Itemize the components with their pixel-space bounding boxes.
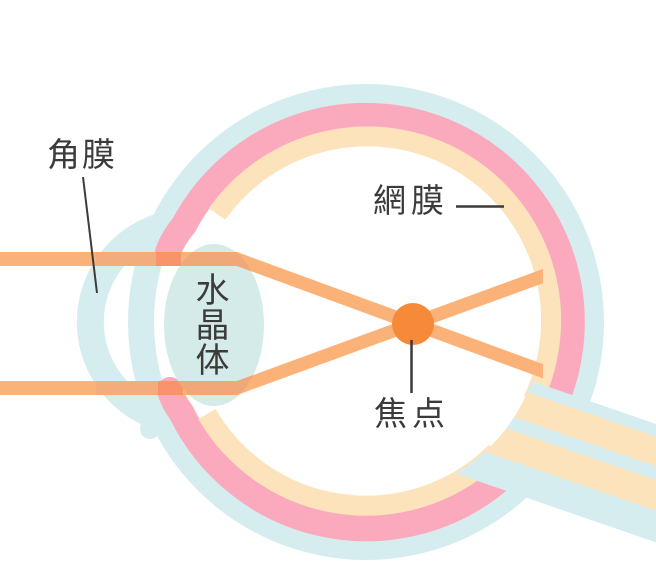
optic-nerve: [454, 367, 656, 552]
retina-label: 網膜: [373, 181, 449, 220]
lens-shape: [164, 244, 264, 406]
lens-label: 水晶体: [189, 272, 229, 377]
choroid-ring-upper: [172, 102, 585, 401]
retina-ring-upper: [208, 126, 562, 405]
focal-point-dot: [392, 303, 434, 345]
light-ray-lower: [0, 268, 543, 395]
limbus-bump-top: [140, 217, 160, 237]
choroid-ring-lower: [169, 406, 508, 542]
ray-cornea-overlap-lower: [96, 381, 164, 395]
retina-ring-lower: [198, 408, 504, 516]
ray-cornea-overlap-upper: [96, 252, 164, 266]
cornea-pointer-line: [82, 176, 98, 294]
focus-label: 焦点: [374, 394, 450, 433]
ray-ciliary-overlap-upper: [156, 252, 181, 266]
light-ray-upper: [0, 252, 543, 379]
ciliary-hook-top: [155, 212, 197, 265]
limbus-bump-bottom: [140, 419, 160, 439]
cornea-arc: [76, 211, 170, 433]
cornea-label: 角膜: [47, 135, 117, 174]
ray-ciliary-overlap-lower: [158, 381, 183, 395]
optic-nerve-fiber-upper: [474, 377, 656, 485]
optic-nerve-fiber-lower: [460, 415, 656, 525]
